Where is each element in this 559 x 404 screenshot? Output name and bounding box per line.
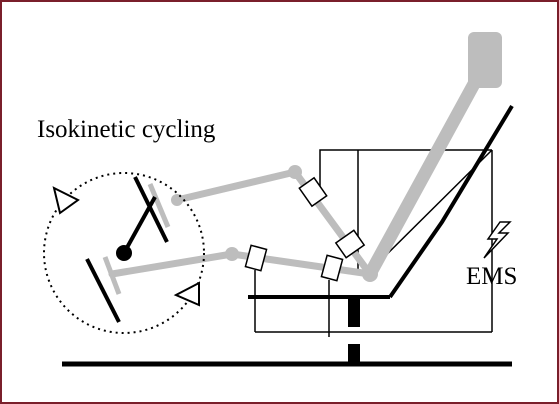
knee-joint-lower (225, 247, 239, 261)
head-shape (468, 32, 502, 88)
triangle-arrow-icon (52, 186, 80, 215)
ems-label: EMS (466, 263, 518, 290)
base-post-lower (348, 344, 360, 364)
lightning-bolt-icon (483, 221, 512, 259)
backrest-outer (388, 104, 514, 299)
electrode-pad (298, 176, 328, 208)
shank-segment-lower (108, 250, 236, 278)
foot-upper (147, 183, 171, 228)
electrode-pad (244, 244, 268, 272)
pedal-upper (133, 176, 169, 243)
torso-segment (363, 55, 493, 281)
wire-top (319, 149, 492, 197)
seat-post (348, 299, 360, 327)
diagram-title: Isokinetic cycling (37, 116, 216, 143)
electrode-pad (334, 229, 366, 259)
foot-lower (102, 256, 122, 295)
electrode-pad (320, 254, 344, 282)
pedal-lower (85, 258, 121, 323)
shank-segment-upper (173, 168, 299, 204)
crank-circle (43, 172, 205, 334)
knee-joint-upper (288, 165, 302, 179)
triangle-arrow-icon (173, 281, 200, 307)
hip-joint (362, 266, 378, 282)
crank-hub (116, 245, 132, 261)
